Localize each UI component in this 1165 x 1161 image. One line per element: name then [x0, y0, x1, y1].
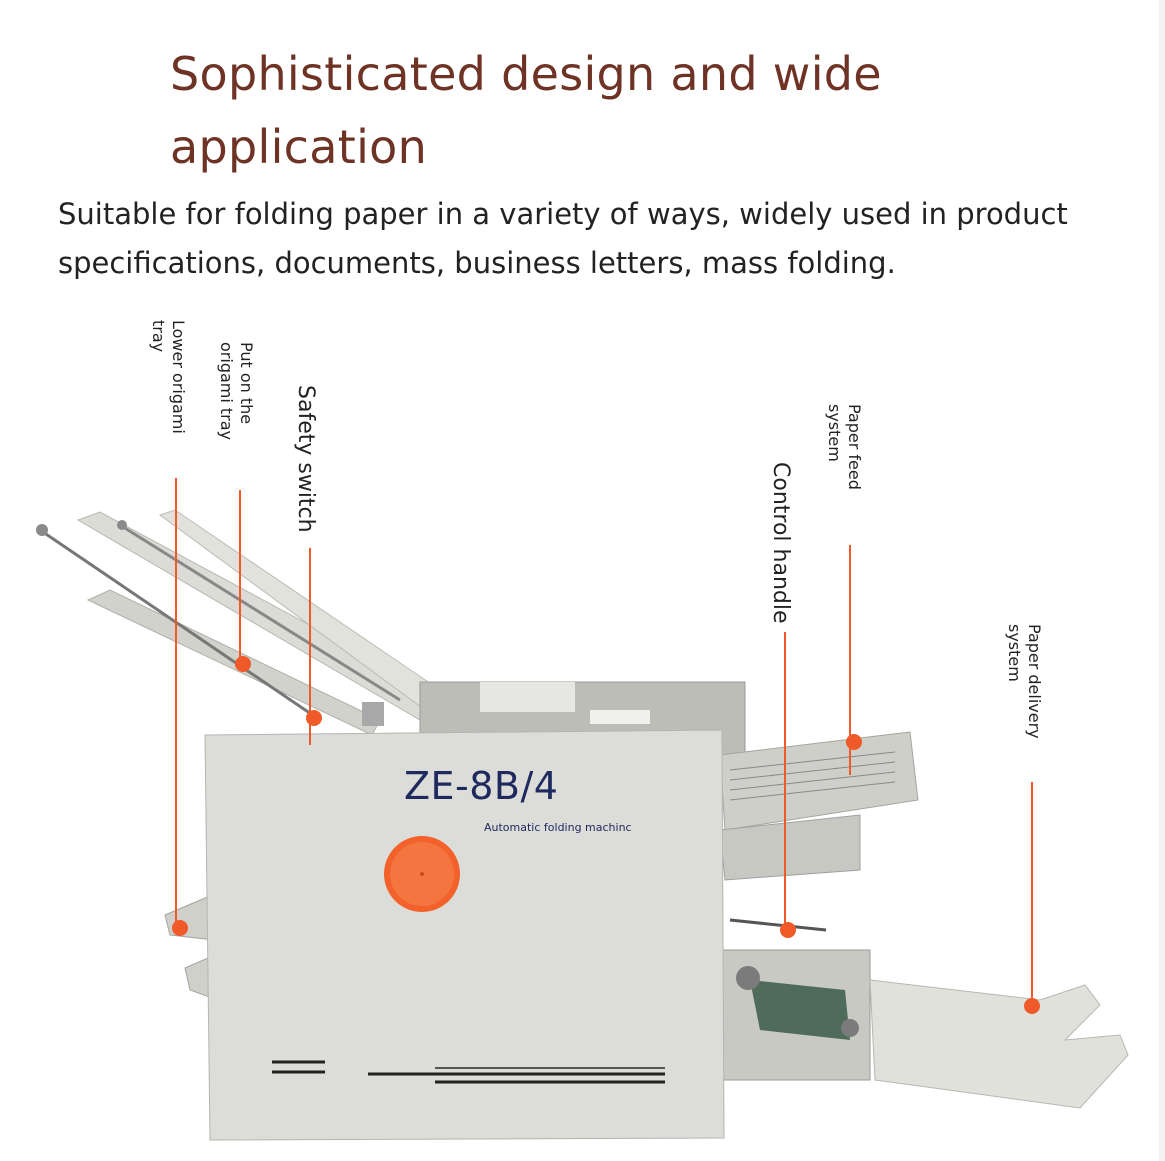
- description: Suitable for folding paper in a variety …: [58, 197, 1068, 280]
- label-control-handle: Control handle: [768, 462, 793, 624]
- page-title: Sophisticated design and wide applicatio…: [170, 47, 882, 174]
- callout-markers: [172, 656, 1040, 1014]
- machine-subtitle: Automatic folding machinc: [484, 821, 632, 834]
- label-paper-delivery-system: Paper delivery system: [1005, 624, 1044, 739]
- callout-lines: [175, 478, 1033, 1006]
- label-lower-origami-tray: Lower origami tray: [149, 320, 188, 434]
- machine-model: ZE-8B/4: [404, 764, 559, 808]
- label-paper-feed-system: Paper feed system: [825, 404, 864, 490]
- paper-feed-tray: [719, 731, 919, 932]
- machine-body: [204, 729, 725, 1141]
- label-put-origami-tray: Put on the origami tray: [217, 342, 256, 441]
- label-safety-switch: Safety switch: [293, 385, 318, 533]
- upper-trays: [36, 509, 441, 736]
- page-edge: [1159, 0, 1165, 1161]
- paper-delivery-tray: [719, 949, 1129, 1109]
- adjustment-knob-icon: [384, 836, 460, 912]
